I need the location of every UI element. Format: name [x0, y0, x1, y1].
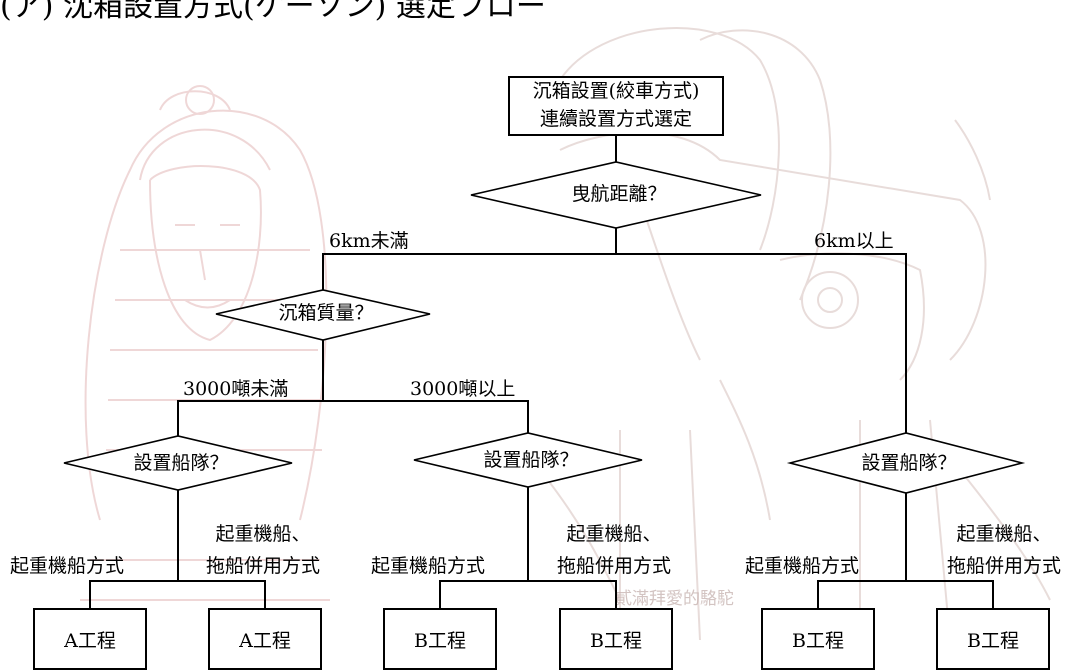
result-label-6: B工程	[967, 629, 1019, 652]
decision-distance-label: 曳航距離？	[571, 183, 667, 205]
result-box-4: B工程	[559, 608, 673, 670]
result-label-4: B工程	[590, 629, 642, 652]
decision-fleet-c-label: 設置船隊？	[861, 452, 957, 474]
decision-fleet-b-shape	[413, 432, 643, 488]
branch-combo-c-line2: 拖船併用方式	[946, 555, 1062, 577]
page-heading: (ア) 沈箱設置方式(ケーソン) 選定フロー	[0, 0, 546, 24]
decision-fleet-a-label: 設置船隊？	[133, 452, 229, 474]
decision-distance-shape	[470, 161, 762, 229]
decision-fleet-c-shape	[786, 432, 1026, 494]
result-label-1: A工程	[64, 629, 116, 652]
decision-fleet-a-shape	[63, 435, 293, 491]
branch-mass-over: 3000噸以上	[410, 378, 516, 400]
start-line-1: 沉箱設置(絞車方式)	[532, 80, 700, 103]
start-box: 沉箱設置(絞車方式) 連續設置方式選定	[508, 76, 724, 136]
decision-mass-shape	[215, 289, 431, 341]
branch-crane-a: 起重機船方式	[10, 555, 125, 577]
branch-distance-over: 6km以上	[814, 230, 894, 252]
branch-combo-b-line1: 起重機船、	[566, 523, 662, 545]
branch-mass-under: 3000噸未滿	[183, 378, 289, 400]
branch-crane-c: 起重機船方式	[745, 555, 860, 577]
branch-combo-a-line2: 拖船併用方式	[205, 555, 321, 577]
branch-distance-under: 6km未滿	[329, 230, 409, 252]
branch-combo-c-line1: 起重機船、	[956, 523, 1052, 545]
branch-combo-b-line2: 拖船併用方式	[556, 555, 672, 577]
decision-fleet-b-label: 設置船隊？	[483, 449, 579, 471]
branch-combo-a-line1: 起重機船、	[215, 523, 311, 545]
result-label-2: A工程	[239, 629, 291, 652]
result-box-2: A工程	[208, 608, 322, 670]
result-label-5: B工程	[792, 629, 844, 652]
start-line-2: 連續設置方式選定	[539, 108, 692, 130]
watermark-signature: 貳滿拜愛的駱駝	[615, 589, 734, 609]
result-label-3: B工程	[414, 629, 466, 652]
decision-mass-label: 沉箱質量？	[278, 302, 374, 324]
branch-crane-b: 起重機船方式	[371, 555, 486, 577]
result-box-5: B工程	[761, 608, 875, 670]
result-box-1: A工程	[33, 608, 147, 670]
result-box-3: B工程	[383, 608, 497, 670]
result-box-6: B工程	[936, 608, 1050, 670]
